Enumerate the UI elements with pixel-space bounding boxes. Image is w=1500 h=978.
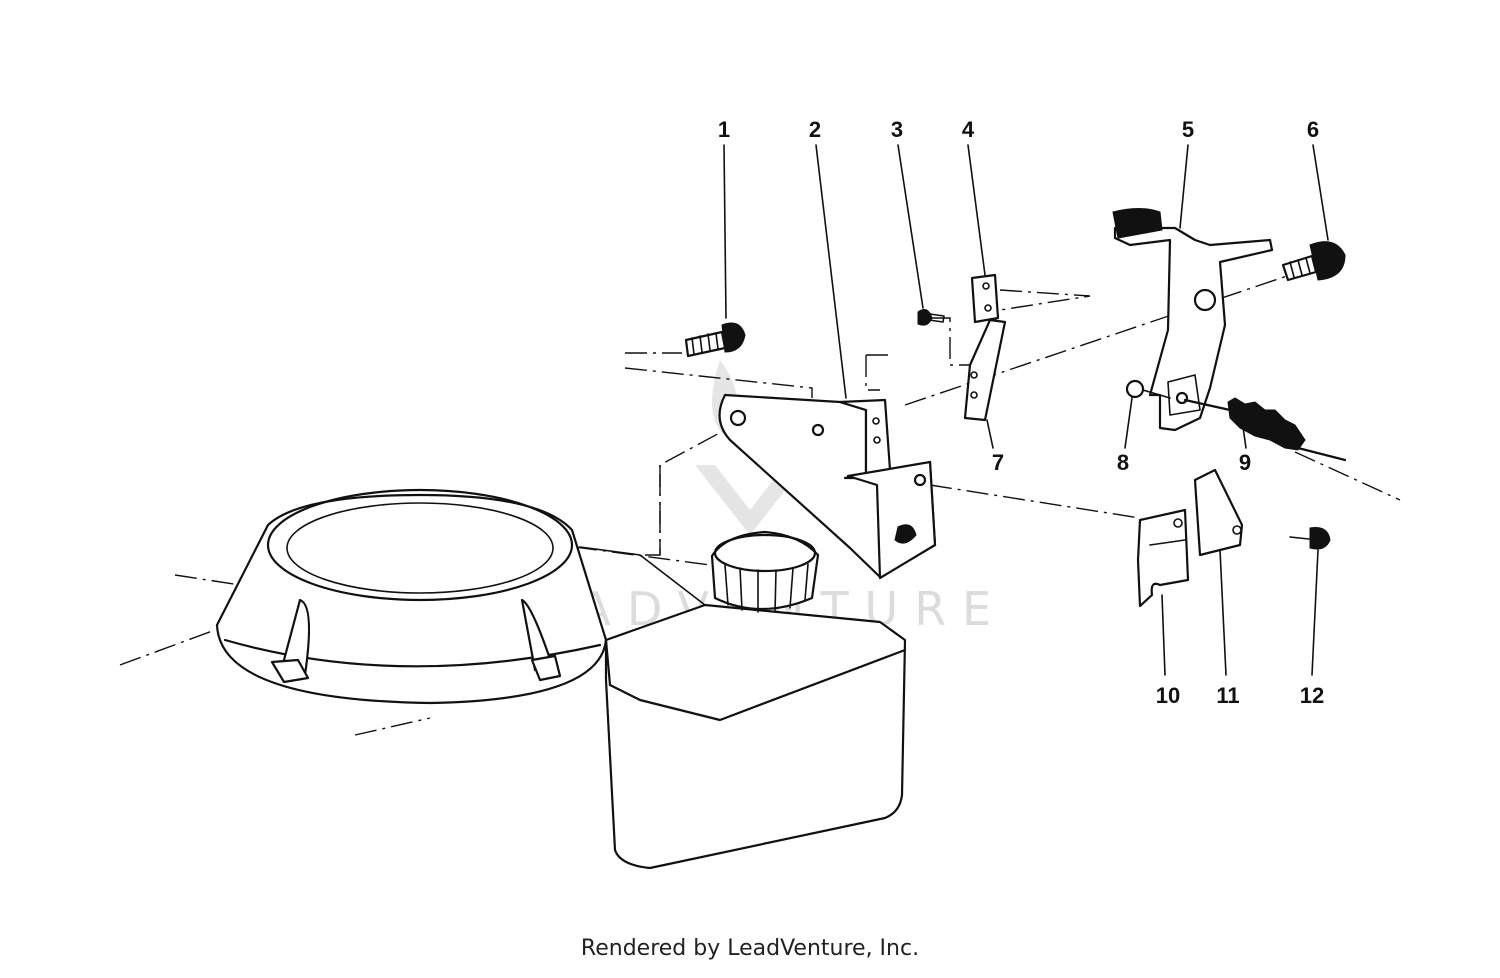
callout-2: 2	[809, 117, 821, 142]
part-8-ball	[1125, 379, 1171, 399]
callout-7: 7	[992, 450, 1004, 475]
part-1-screw	[684, 322, 746, 358]
part-2-bracket	[718, 393, 937, 580]
part-5-lever	[1112, 208, 1274, 432]
callout-6: 6	[1307, 117, 1319, 142]
part-6-screw	[1281, 241, 1346, 282]
part-9-cable	[1183, 397, 1347, 462]
callout-12: 12	[1300, 683, 1324, 708]
callout-8: 8	[1117, 450, 1129, 475]
callout-10: 10	[1156, 683, 1180, 708]
fuel-cap	[710, 530, 820, 613]
footer-credit: Rendered by LeadVenture, Inc.	[580, 936, 920, 961]
part-3-screw	[917, 309, 945, 326]
part-12-screw	[1289, 527, 1331, 550]
part-4-link	[963, 273, 1007, 422]
callout-3: 3	[891, 117, 903, 142]
part-11-plate	[1193, 468, 1244, 557]
part-10-bracket	[1136, 508, 1190, 608]
fuel-tank	[579, 546, 907, 870]
callout-1: 1	[718, 117, 730, 142]
air-cleaner-cover	[215, 488, 608, 705]
callout-11: 11	[1216, 683, 1239, 708]
callout-5: 5	[1182, 117, 1194, 142]
leader-lines	[723, 144, 1329, 676]
callout-9: 9	[1239, 450, 1251, 475]
callout-4: 4	[962, 117, 975, 142]
callouts: 1 2 3 4 5 6 7 8 9 10 11 12	[718, 117, 1324, 708]
